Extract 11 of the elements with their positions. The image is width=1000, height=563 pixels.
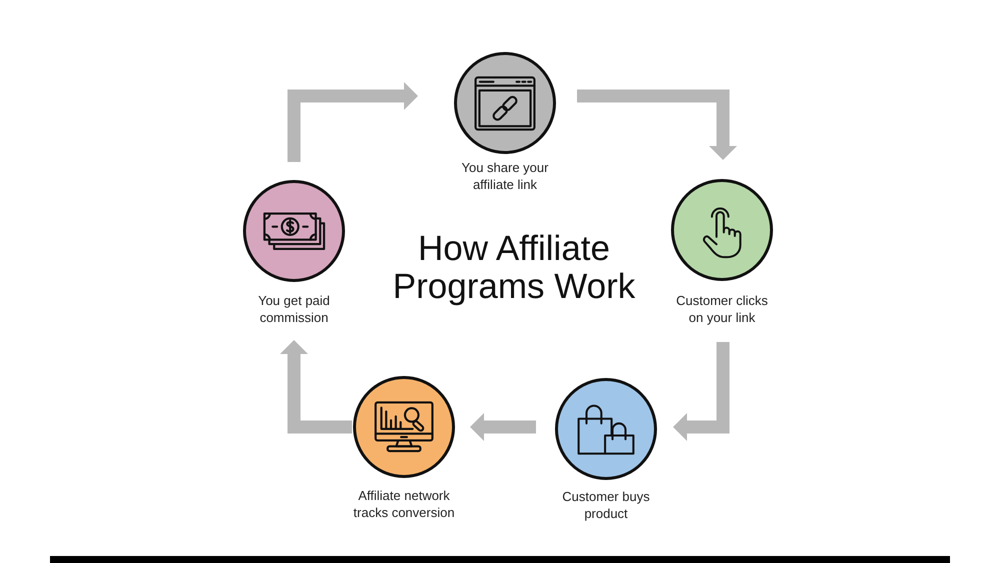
step-label: Customer clicks on your link — [675, 292, 769, 326]
arrow — [280, 340, 352, 434]
step-label: Customer buys product — [561, 488, 651, 522]
arrow — [470, 413, 536, 441]
step-label: You get paid commission — [257, 292, 331, 326]
arrow — [288, 82, 418, 162]
arrow — [673, 342, 730, 441]
step-label: Affiliate network tracks conversion — [352, 487, 456, 521]
step-label: You share your affiliate link — [460, 159, 550, 193]
diagram-title: How Affiliate Programs Work — [392, 230, 636, 306]
arrow — [577, 90, 737, 160]
